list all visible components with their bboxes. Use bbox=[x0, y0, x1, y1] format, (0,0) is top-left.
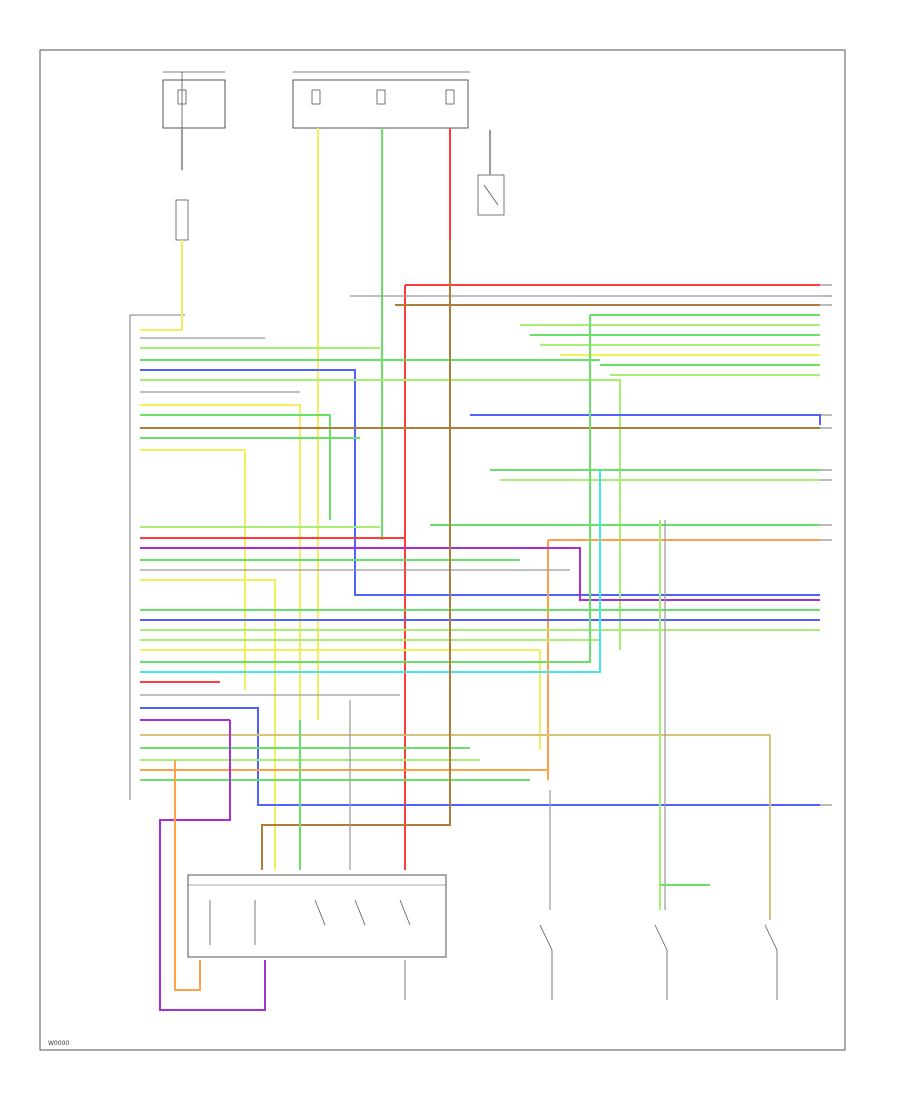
right-connector-stubs bbox=[820, 284, 832, 806]
wire-yellow-580 bbox=[140, 579, 276, 870]
wire-yellow-main bbox=[140, 240, 183, 331]
wire-green-415 bbox=[140, 414, 331, 520]
seat-switch-box bbox=[187, 874, 447, 958]
wire-blue-708 bbox=[140, 707, 820, 806]
wire-yellow-405 bbox=[140, 404, 301, 720]
wire-lgreen-735 bbox=[140, 734, 771, 920]
wire-green-662 bbox=[140, 315, 591, 663]
wire-blue-370 bbox=[140, 369, 820, 596]
wire-lgreen-380 bbox=[140, 379, 621, 650]
wire-yellow-650 bbox=[140, 649, 541, 750]
wire-brown-bottom bbox=[261, 240, 451, 870]
wire-set bbox=[140, 128, 821, 1011]
fuse-box-center bbox=[292, 71, 470, 129]
wire-purple-548 bbox=[140, 547, 820, 601]
right-switches bbox=[404, 924, 778, 1000]
fuse-box-left bbox=[162, 71, 226, 129]
diagram-frame bbox=[39, 49, 846, 1051]
wire-blue-415 bbox=[470, 414, 821, 425]
switch-top-right bbox=[477, 174, 505, 216]
left-connector bbox=[129, 314, 185, 800]
wire-cyan-672 bbox=[140, 470, 601, 673]
wire-orange-bottom bbox=[174, 760, 201, 991]
wire-purple-bottom bbox=[159, 720, 266, 1011]
footer-code: W0000 bbox=[48, 1040, 69, 1047]
diode-left bbox=[175, 199, 189, 241]
